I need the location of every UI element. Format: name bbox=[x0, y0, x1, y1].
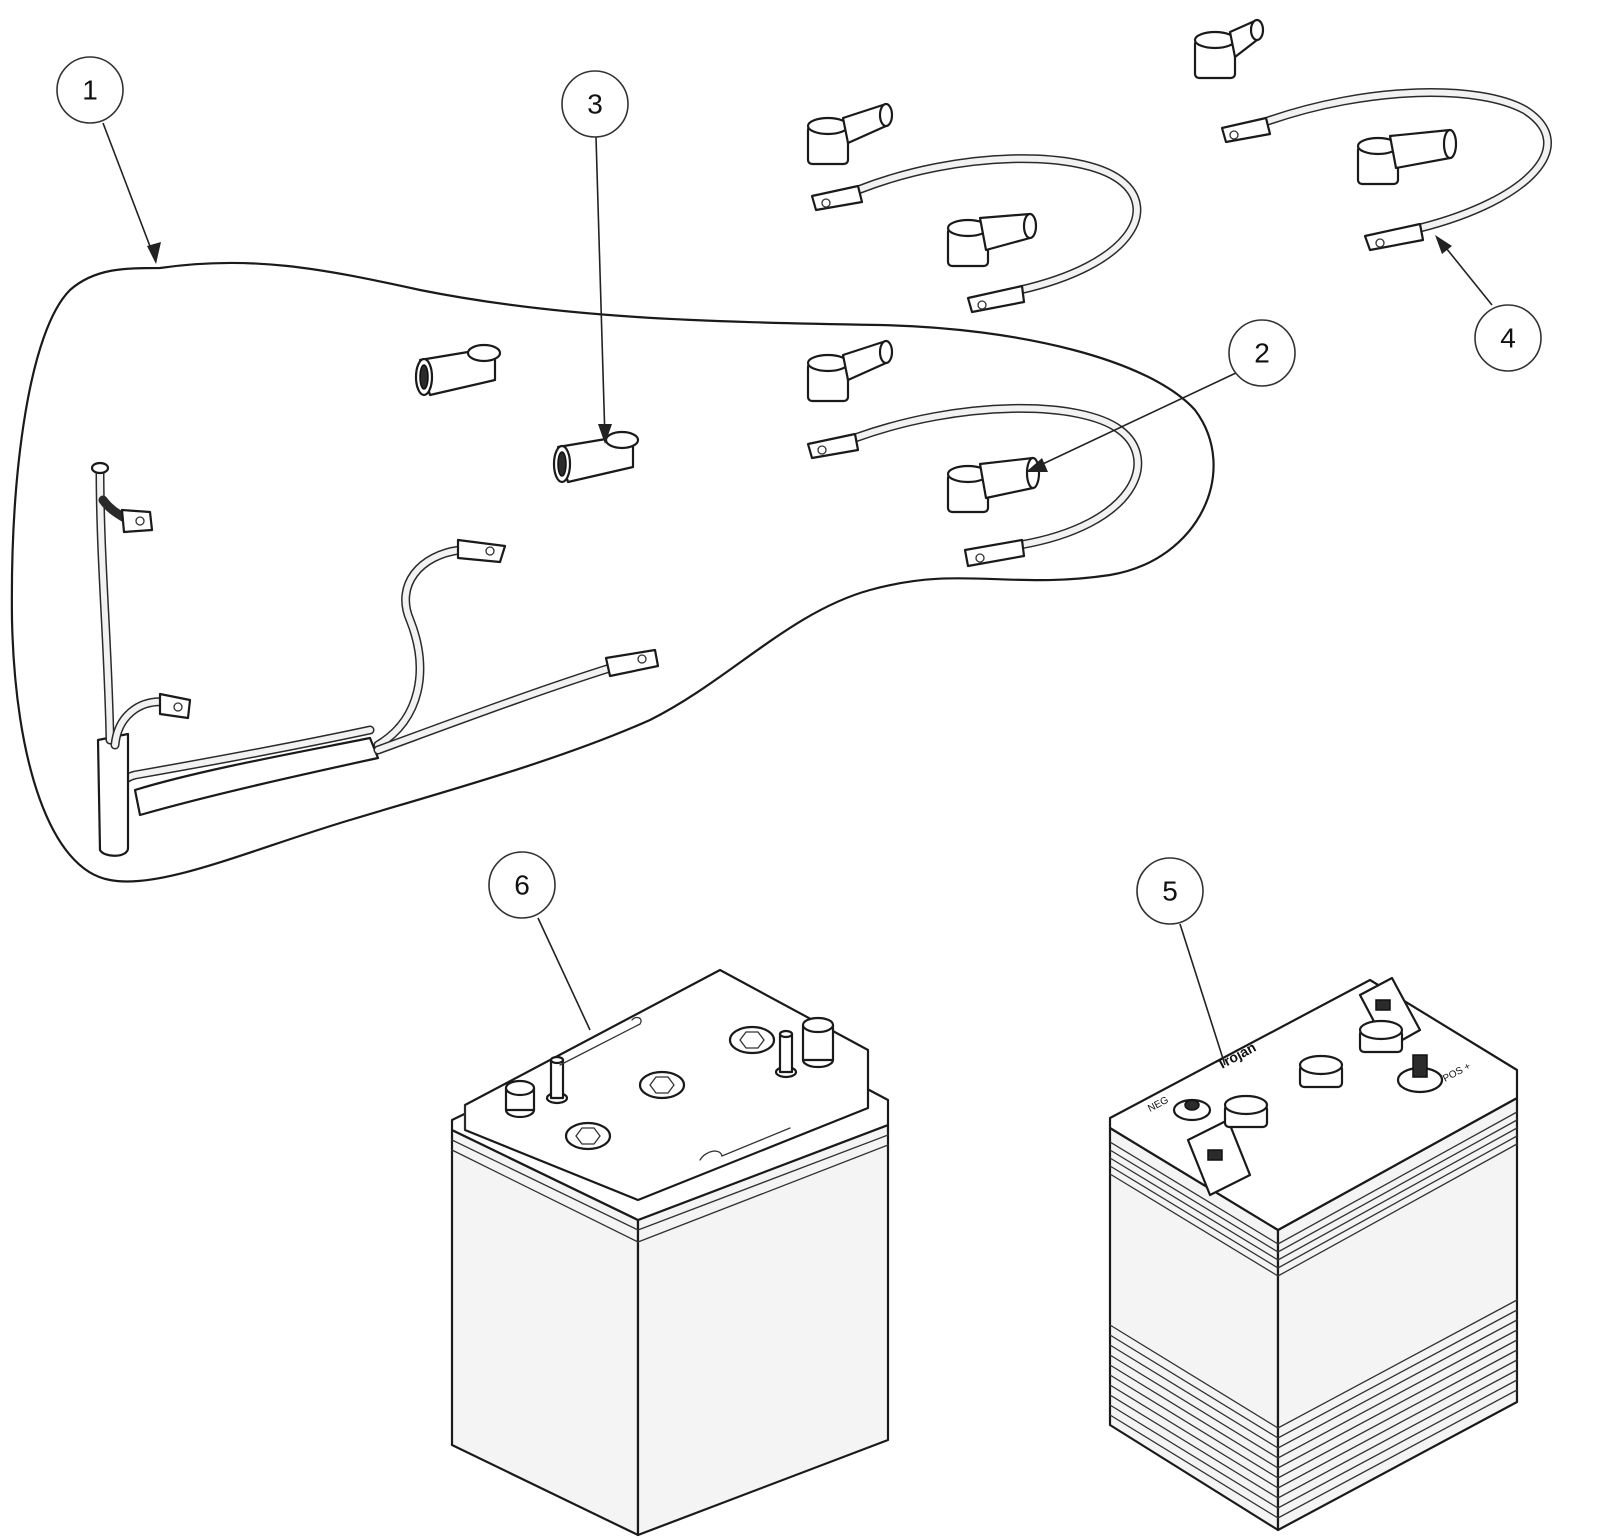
harness-sleeve bbox=[96, 732, 130, 857]
harness-terminal-lug bbox=[120, 508, 154, 534]
cable-lug bbox=[810, 184, 864, 212]
callout-4: 4 bbox=[1435, 235, 1542, 372]
callout-1: 1 bbox=[56, 56, 161, 264]
svg-text:4: 4 bbox=[1500, 323, 1516, 354]
callout-6: 6 bbox=[488, 851, 591, 1031]
terminal-boot bbox=[946, 212, 1038, 268]
terminal-boot bbox=[414, 343, 502, 397]
sealed-battery-item-6 bbox=[450, 968, 890, 1537]
battery-jumper-cable-item-4 bbox=[1193, 18, 1552, 252]
terminal-boot bbox=[806, 102, 894, 166]
battery-6-vent-cap bbox=[728, 1025, 776, 1055]
cable-lug bbox=[806, 432, 860, 460]
battery-6-terminal bbox=[504, 1079, 536, 1119]
harness-terminal-lug bbox=[604, 648, 660, 678]
battery-6-vent-cap bbox=[564, 1121, 612, 1151]
terminal-boot bbox=[1356, 128, 1458, 186]
harness-terminal-lug bbox=[456, 538, 507, 564]
svg-text:2: 2 bbox=[1254, 338, 1270, 369]
harness-terminal-lug bbox=[158, 692, 192, 720]
terminal-boot-item-3 bbox=[552, 430, 640, 484]
battery-6-vent-cap bbox=[638, 1070, 686, 1100]
battery-5-vent-cap bbox=[1298, 1054, 1344, 1089]
callout-5: 5 bbox=[1136, 857, 1226, 1066]
battery-5-terminal-neg bbox=[1172, 1098, 1212, 1122]
cable-lug bbox=[1363, 222, 1425, 252]
svg-text:6: 6 bbox=[514, 870, 530, 901]
battery-jumper-cable bbox=[806, 102, 1142, 314]
callout-2: 2 bbox=[1026, 319, 1296, 472]
svg-text:3: 3 bbox=[587, 89, 603, 120]
flooded-battery-item-5: Trojan NEG POS + bbox=[1108, 976, 1519, 1532]
battery-6-terminal bbox=[801, 1016, 835, 1069]
cable-lug bbox=[1220, 116, 1272, 144]
cable-lug bbox=[966, 284, 1026, 314]
svg-text:1: 1 bbox=[82, 75, 98, 106]
battery-5-ribs bbox=[1109, 1111, 1518, 1519]
terminal-boot bbox=[806, 339, 894, 403]
terminal-boot bbox=[946, 456, 1041, 514]
terminal-boot bbox=[1193, 18, 1265, 80]
battery-jumper-cable-item-2 bbox=[806, 339, 1143, 568]
battery-6-terminal bbox=[774, 1029, 798, 1079]
battery-6-terminal bbox=[545, 1055, 569, 1105]
battery-5-handle bbox=[1186, 1118, 1252, 1197]
callout-3: 3 bbox=[561, 70, 629, 444]
cable-lug bbox=[963, 538, 1026, 568]
battery-5-vent-cap bbox=[1223, 1094, 1269, 1129]
svg-text:5: 5 bbox=[1162, 876, 1178, 907]
battery-5-terminal-pos bbox=[1396, 1054, 1444, 1094]
harness-outline bbox=[10, 261, 1215, 883]
battery-5-vent-cap bbox=[1358, 1019, 1404, 1054]
wire-harness-assembly bbox=[10, 261, 1215, 883]
